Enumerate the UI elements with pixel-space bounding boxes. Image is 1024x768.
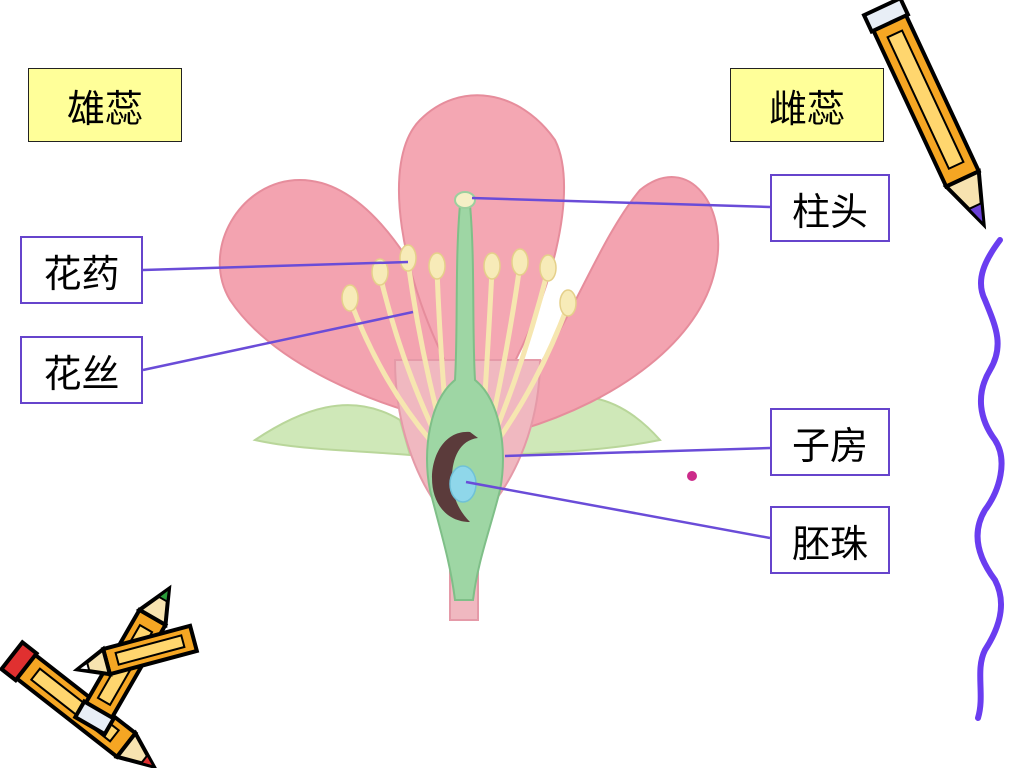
stigma-leader — [471, 196, 771, 209]
flower-illustration — [218, 94, 720, 621]
stamen-label: 雄蕊 — [28, 68, 182, 142]
crossed-pencils-icon — [0, 584, 200, 768]
ovule-leader — [465, 480, 771, 540]
anther-leader — [142, 260, 409, 272]
pencil-icon — [861, 0, 987, 230]
anther-label: 花药 — [20, 236, 143, 304]
wavy-border-line — [974, 237, 1005, 721]
ovary-label: 子房 — [770, 408, 890, 476]
ovary-wall — [432, 431, 478, 522]
filament-label: 花丝 — [20, 336, 143, 404]
stigma-label: 柱头 — [770, 174, 890, 242]
left-sepal — [252, 404, 412, 457]
decorative-dot — [687, 471, 697, 481]
filaments — [347, 259, 571, 443]
anthers — [341, 244, 577, 317]
filament-leader — [142, 310, 414, 372]
ovule-label: 胚珠 — [770, 506, 890, 574]
ovary-leader — [504, 446, 771, 458]
stigma — [454, 191, 476, 209]
left-petal — [218, 178, 447, 422]
pistil-label: 雌蕊 — [730, 68, 884, 142]
leader-lines — [142, 196, 771, 540]
